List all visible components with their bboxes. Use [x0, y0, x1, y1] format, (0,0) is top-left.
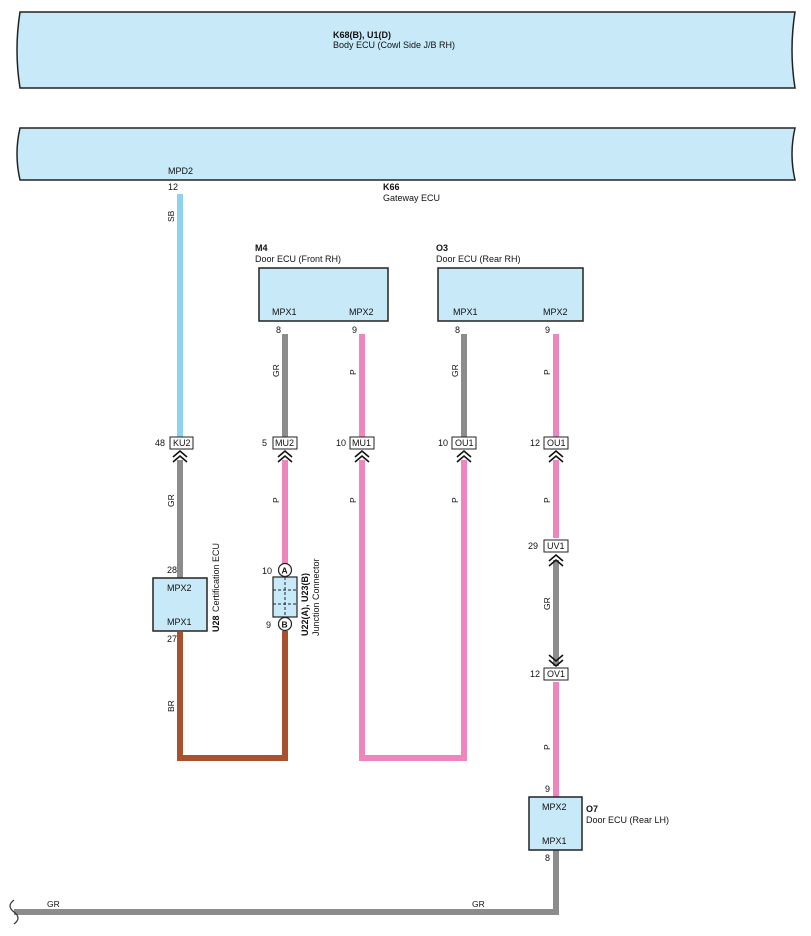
certification-ecu: 28 MPX2 MPX1 27 U28 Certification ECU	[152, 543, 221, 644]
rear-rh-pin1-number: 8	[455, 325, 460, 335]
junction-pin-a-number: 10	[262, 566, 272, 576]
gateway-pin-name: MPD2	[168, 166, 193, 176]
junction-pin-b-number: 9	[266, 620, 271, 630]
ku2-pin-number: 48	[155, 438, 165, 448]
junction-pin-b-label: B	[282, 620, 288, 630]
front-rh-pin2-name: MPX2	[349, 307, 374, 317]
uv1-pin-number: 29	[528, 541, 538, 551]
junction-name: Junction Connector	[311, 558, 321, 636]
rear-rh-pin1-name: MPX1	[453, 307, 478, 317]
connector-ku2: 48 KU2	[155, 436, 194, 463]
door-ecu-rear-rh: O3 Door ECU (Rear RH) MPX1 MPX2 8 9	[436, 243, 584, 335]
label-p-rearrh: P	[542, 369, 552, 375]
cert-ecu-code: U28	[211, 615, 221, 632]
gateway-ecu-name: Gateway ECU	[383, 193, 440, 203]
mu1-label: MU1	[352, 438, 371, 448]
front-rh-code: M4	[255, 243, 268, 253]
rear-rh-pin2-name: MPX2	[543, 307, 568, 317]
ku2-label: KU2	[173, 438, 191, 448]
cert-pin-bottom-number: 27	[167, 634, 177, 644]
rear-rh-pin2-number: 9	[545, 325, 550, 335]
ou1b-pin-number: 12	[530, 438, 540, 448]
gateway-ecu: MPD2 12 K66 Gateway ECU	[16, 127, 796, 203]
label-p-ou1a: P	[450, 497, 460, 503]
cert-pin-top-number: 28	[167, 565, 177, 575]
label-gr-uv1: GR	[542, 597, 552, 610]
wire-break-mark	[9, 899, 19, 925]
connector-mu1: 10 MU1	[336, 436, 375, 463]
mu2-pin-number: 5	[262, 438, 267, 448]
door-ecu-front-rh: M4 Door ECU (Front RH) MPX1 MPX2 8 9	[255, 243, 389, 335]
label-gr-ku2: GR	[166, 494, 176, 507]
junction-code: U22(A), U23(B)	[300, 573, 310, 636]
body-ecu: K68(B), U1(D) Body ECU (Cowl Side J/B RH…	[16, 11, 796, 89]
rear-rh-code: O3	[436, 243, 448, 253]
rear-lh-code: O7	[586, 804, 598, 814]
rear-lh-name: Door ECU (Rear LH)	[586, 815, 669, 825]
cert-pin-top-name: MPX2	[167, 583, 192, 593]
connector-ou1-a: 10 OU1	[438, 436, 477, 463]
door-ecu-rear-lh: 9 MPX2 MPX1 8 O7 Door ECU (Rear LH)	[528, 784, 669, 863]
mu1-pin-number: 10	[336, 438, 346, 448]
wire-p-mu1-ou1	[359, 460, 467, 761]
ou1a-label: OU1	[455, 438, 474, 448]
mu2-label: MU2	[275, 438, 294, 448]
wire-gr-rearlh-ground	[14, 850, 559, 915]
label-br: BR	[166, 700, 176, 712]
label-sb: SB	[166, 210, 176, 222]
ou1b-label: OU1	[547, 438, 566, 448]
label-gr-ground-right: GR	[472, 899, 485, 909]
wires	[14, 194, 559, 915]
label-gr-ground-left: GR	[47, 899, 60, 909]
rear-lh-pin-top-name: MPX2	[542, 802, 567, 812]
gateway-pin-number: 12	[168, 182, 178, 192]
label-p-ov1: P	[542, 744, 552, 750]
wire-br-cert-junction	[177, 631, 288, 761]
label-p-frontrh: P	[348, 369, 358, 375]
wire-color-labels: SB GR BR GR P P P GR P P P GR P GR GR	[47, 210, 552, 909]
front-rh-name: Door ECU (Front RH)	[255, 254, 341, 264]
ou1a-pin-number: 10	[438, 438, 448, 448]
ov1-pin-number: 12	[530, 669, 540, 679]
label-gr-frontrh: GR	[271, 364, 281, 377]
junction-pin-a-label: A	[282, 566, 288, 576]
gateway-ecu-code: K66	[383, 182, 400, 192]
body-ecu-name: Body ECU (Cowl Side J/B RH)	[333, 40, 455, 50]
uv1-label: UV1	[547, 541, 565, 551]
cert-ecu-name: Certification ECU	[211, 543, 221, 612]
body-ecu-code: K68(B), U1(D)	[333, 30, 391, 40]
front-rh-pin2-number: 9	[352, 325, 357, 335]
connector-ov1: 12 OV1	[530, 654, 569, 681]
cert-pin-bottom-name: MPX1	[167, 617, 192, 627]
ov1-label: OV1	[547, 669, 565, 679]
label-gr-rearrh: GR	[450, 364, 460, 377]
label-p-ou1b: P	[542, 497, 552, 503]
front-rh-pin1-name: MPX1	[272, 307, 297, 317]
rear-lh-pin-top-number: 9	[545, 784, 550, 794]
label-p-mu1: P	[348, 497, 358, 503]
front-rh-pin1-number: 8	[276, 325, 281, 335]
rear-rh-name: Door ECU (Rear RH)	[436, 254, 521, 264]
rear-lh-pin-bottom-number: 8	[545, 853, 550, 863]
junction-connector: 10 A 9 B U22(A), U23(B) Junction Connect…	[262, 558, 321, 636]
label-p-mu2: P	[271, 497, 281, 503]
rear-lh-pin-bottom-name: MPX1	[542, 836, 567, 846]
connector-ou1-b: 12 OU1	[530, 436, 569, 463]
connector-uv1: 29 UV1	[528, 539, 569, 567]
connector-mu2: 5 MU2	[262, 436, 298, 463]
